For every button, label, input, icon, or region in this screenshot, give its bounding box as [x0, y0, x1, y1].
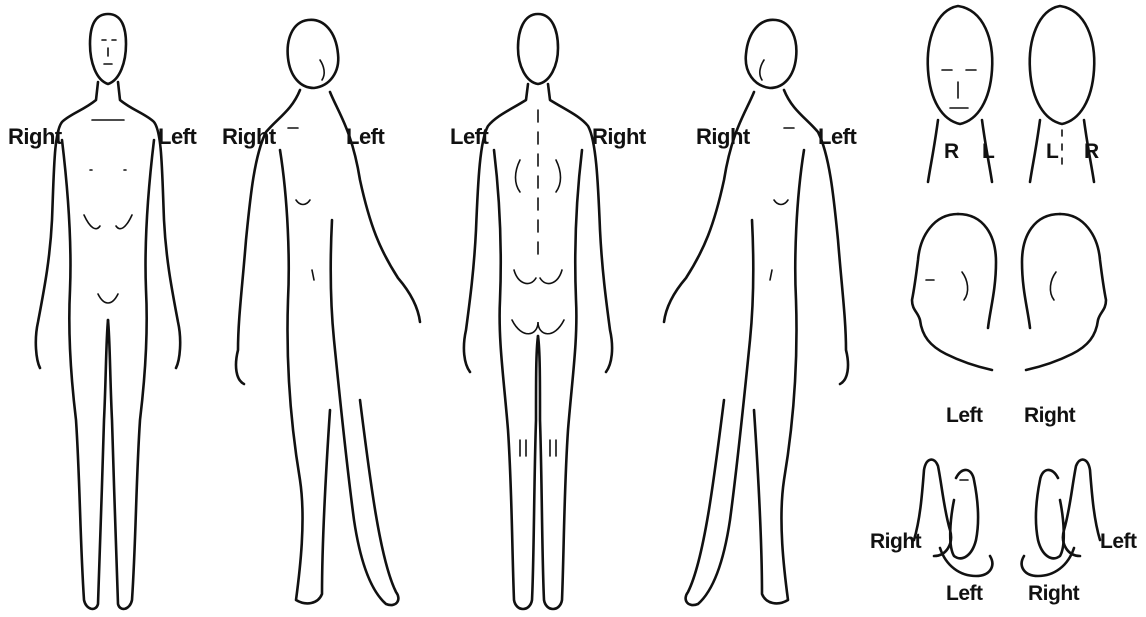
- side-right-left-label: Left: [346, 124, 384, 150]
- face-front-l-label: L: [982, 140, 994, 164]
- side-left-left-label: Left: [818, 124, 856, 150]
- back-right-label: Right: [592, 124, 646, 150]
- feet-b-left-label: Left: [1100, 530, 1137, 554]
- side-left-right-label: Right: [696, 124, 750, 150]
- head-profile-left: [912, 214, 996, 370]
- feet-pair-b: [1022, 460, 1100, 576]
- front-body-figure: [36, 14, 180, 609]
- front-left-label: Left: [158, 124, 196, 150]
- feet-a-right-label: Right: [870, 530, 921, 554]
- left-side-body-figure: [664, 20, 848, 605]
- back-body-figure: [464, 14, 612, 609]
- head-profile-right: [1022, 214, 1106, 370]
- face-front-r-label: R: [944, 140, 959, 164]
- profile-right-label: Right: [1024, 404, 1075, 428]
- feet-a-left-label: Left: [946, 582, 983, 606]
- feet-b-right-label: Right: [1028, 582, 1079, 606]
- right-side-body-figure: [236, 20, 420, 605]
- front-right-label: Right: [8, 124, 62, 150]
- side-right-right-label: Right: [222, 124, 276, 150]
- profile-left-label: Left: [946, 404, 983, 428]
- back-left-label: Left: [450, 124, 488, 150]
- face-back-l-label: L: [1046, 140, 1058, 164]
- face-back-r-label: R: [1084, 140, 1099, 164]
- feet-pair-a: [914, 460, 992, 576]
